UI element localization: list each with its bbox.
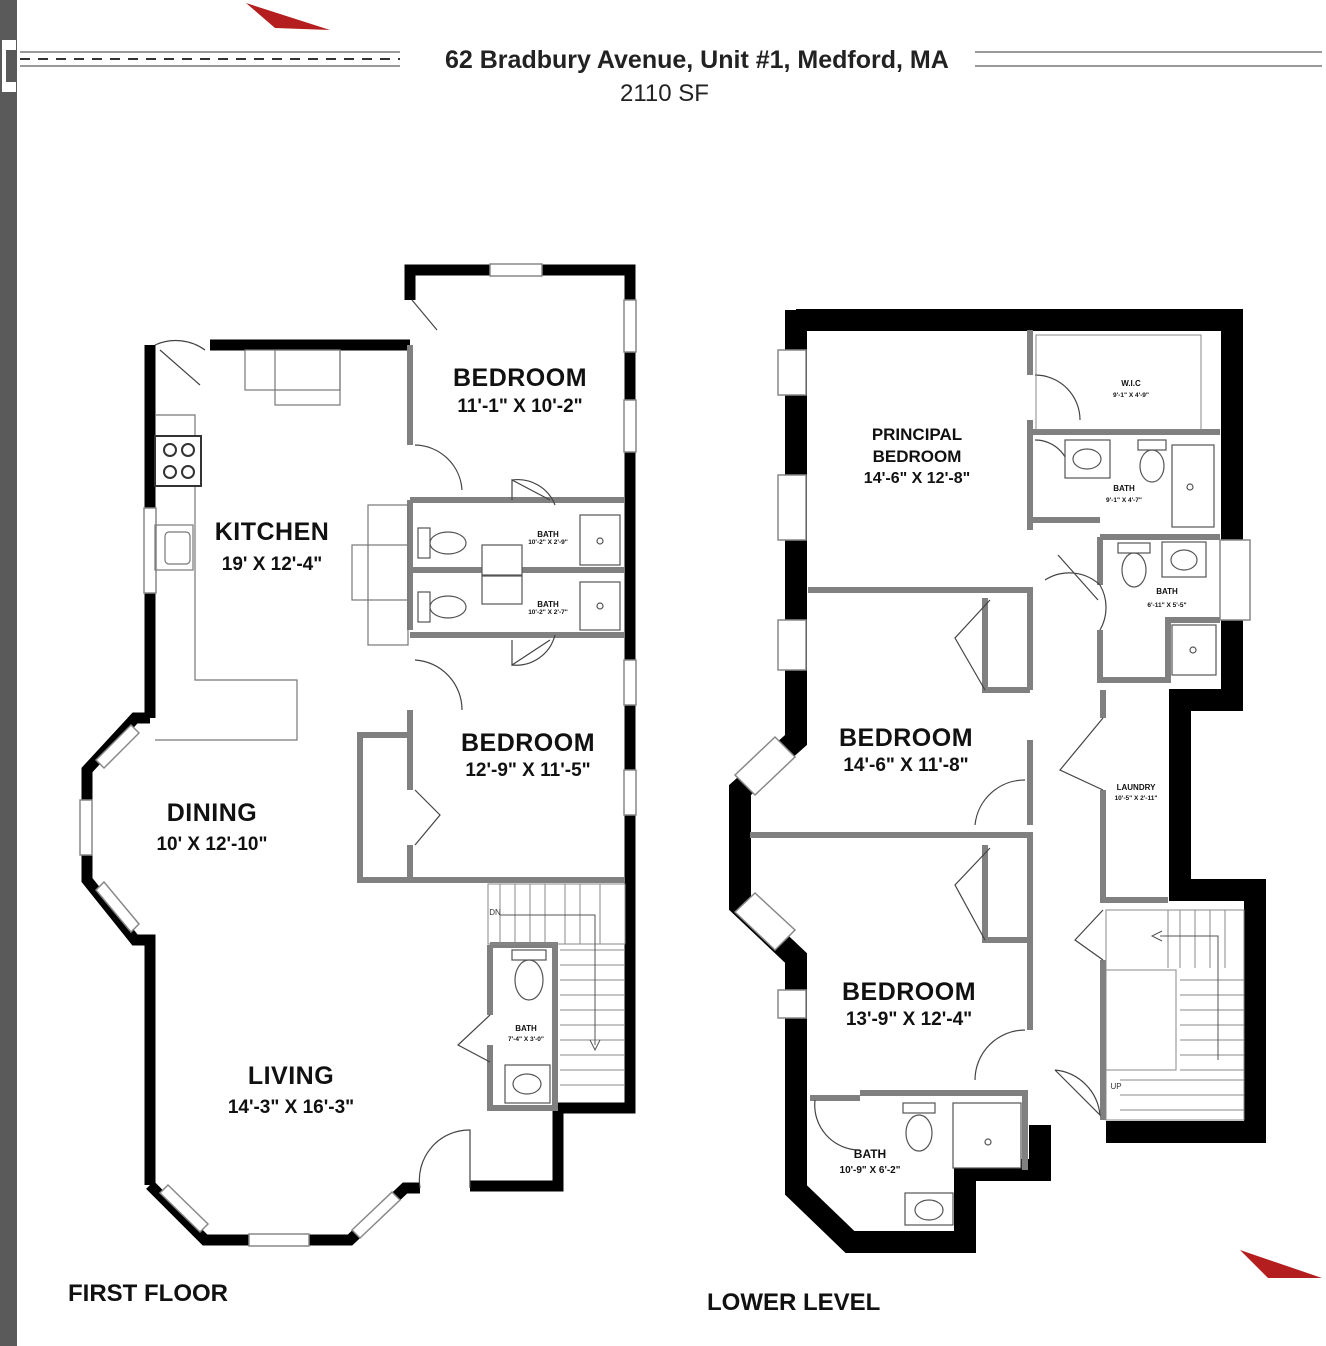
room-bath-b-name: BATH [537,600,559,609]
total-area: 2110 SF [620,80,709,107]
room-bedroom-top-name: BEDROOM [452,364,588,392]
room-bath-mid-name: BATH [1156,587,1178,596]
room-bath-b-dim: 10'-2" X 2'-7" [528,609,568,616]
room-dining-name: DINING [166,799,258,827]
room-wic-dim: 9'-1" X 4'-9" [1113,392,1149,399]
room-laundry-dim: 10'-5" X 2'-11" [1114,795,1158,802]
room-kitchen-name: KITCHEN [214,518,330,546]
room-principal-dim: 14'-6" X 12'-8" [863,470,971,487]
room-laundry-name: LAUNDRY [1116,783,1156,792]
room-bath-a-name: BATH [537,530,559,539]
room-wic-name: W.I.C [1121,379,1141,388]
left-edge-strip [0,0,17,1346]
left-edge-notch-inner [6,50,16,82]
first-floor-plan [79,263,637,1247]
accent-triangle-bottom [1240,1250,1322,1278]
first-floor-label: FIRST FLOOR [68,1280,228,1307]
room-bath-a-dim: 10'-2" X 2'-9" [528,539,568,546]
room-bath-mid-dim: 6'-11" X 5'-5" [1147,602,1187,609]
room-bath-small-dim: 7'-4" X 3'-0" [508,1036,544,1043]
stair-dn-label: DN [489,908,501,917]
room-bedroom-a-dim: 14'-6" X 11'-8" [843,755,969,776]
room-principal-name-2: BEDROOM [872,447,962,466]
room-living-dim: 14'-3" X 16'-3" [227,1097,355,1118]
room-bath-principal-dim: 9'-1" X 4'-7" [1106,497,1142,504]
property-address: 62 Bradbury Avenue, Unit #1, Medford, MA [445,46,949,74]
room-kitchen-dim: 19' X 12'-4" [221,554,323,575]
room-bath-bottom-dim: 10'-9" X 6'-2" [839,1165,901,1176]
header-rules [20,51,1322,67]
lower-level-label: LOWER LEVEL [707,1289,881,1316]
room-bedroom-mid-dim: 12'-9" X 11'-5" [465,760,591,781]
room-living-name: LIVING [247,1062,335,1090]
room-bedroom-mid-name: BEDROOM [460,729,596,757]
room-bedroom-top-dim: 11'-1" X 10'-2" [457,396,583,417]
room-bedroom-a-name: BEDROOM [838,724,974,752]
room-bath-bottom-name: BATH [853,1147,887,1161]
room-bedroom-b-name: BEDROOM [841,978,977,1006]
room-dining-dim: 10' X 12'-10" [156,834,268,855]
stair-up-label: UP [1110,1082,1122,1091]
room-bath-principal-name: BATH [1113,484,1135,493]
room-bedroom-b-dim: 13'-9" X 12'-4" [845,1009,973,1030]
stove-icon [154,435,202,487]
room-bath-small-name: BATH [515,1024,537,1033]
lower-level-plan [729,309,1266,1253]
room-principal-name-1: PRINCIPAL [871,425,963,444]
accent-triangle-top [246,3,330,30]
